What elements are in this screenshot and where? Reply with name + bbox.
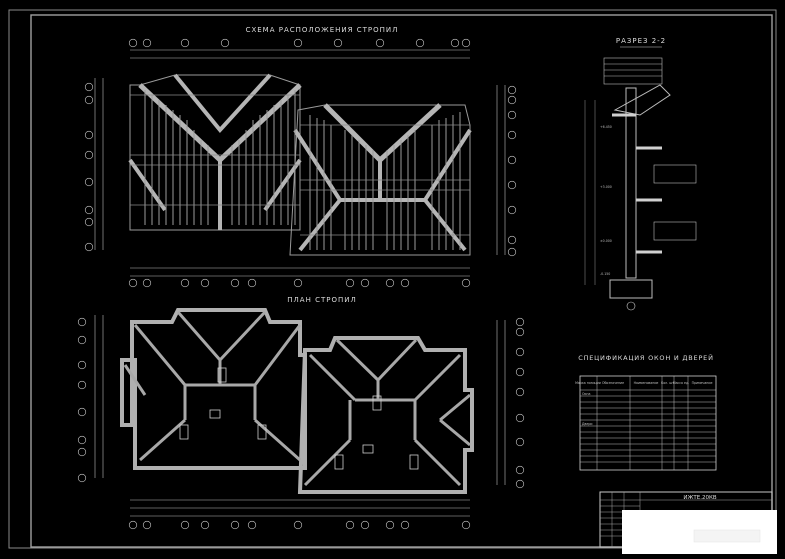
rafter-layout-scheme: СХЕМА РАСПОЛОЖЕНИЯ СТРОПИЛ (84, 26, 517, 288)
sheet-frame-outer (8, 9, 777, 549)
spec-table: СПЕЦИФИКАЦИЯ ОКОН И ДВЕРЕЙ Марка позиции… (575, 353, 717, 471)
title-block-stamp: ИЖТЕ.20КВ (683, 495, 717, 501)
title-block: ИЖТЕ.20КВ (599, 491, 777, 554)
rafter-scheme-title: СХЕМА РАСПОЛОЖЕНИЯ СТРОПИЛ (246, 26, 399, 34)
rafter-plan: ПЛАН СТРОПИЛ (77, 296, 525, 530)
section-2-2: РАЗРЕЗ 2-2 +6.450 +3.000 ±0.000 -0.150 (584, 37, 697, 311)
section-title: РАЗРЕЗ 2-2 (616, 37, 666, 45)
spec-header-5: Примечание (692, 381, 713, 385)
spec-title: СПЕЦИФИКАЦИЯ ОКОН И ДВЕРЕЙ (578, 353, 714, 362)
spec-header-1: Обозначение (602, 381, 624, 385)
title-block-white-field (693, 529, 761, 543)
spec-header-3: Кол. шт. (661, 381, 675, 385)
roof-plan-title: ПЛАН СТРОПИЛ (287, 296, 356, 304)
level-1: +6.450 (600, 125, 612, 129)
sheet-frame-inner (30, 14, 773, 548)
level-3: ±0.000 (600, 239, 612, 243)
spec-group-doors: Двери (582, 422, 592, 426)
level-4: -0.150 (600, 272, 610, 276)
level-2: +3.000 (600, 185, 612, 189)
spec-header-4: Масса ед. (673, 381, 689, 385)
spec-header-0: Марка позиции (575, 381, 601, 385)
spec-group-windows: Окна (582, 392, 591, 396)
spec-header-2: Наименование (634, 381, 659, 385)
